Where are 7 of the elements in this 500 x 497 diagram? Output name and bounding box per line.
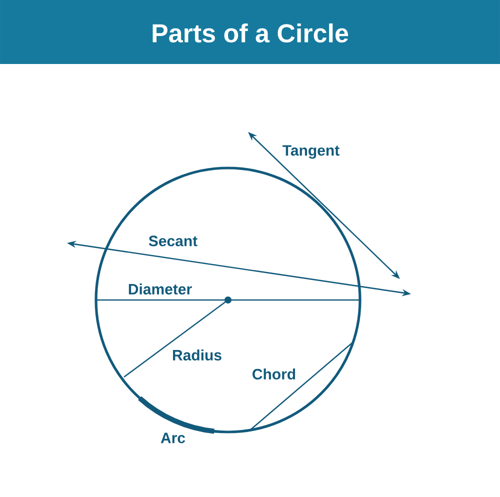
part-label: Diameter xyxy=(128,283,192,294)
part-label: Tangent xyxy=(282,145,340,159)
title-banner: Parts of a Circle xyxy=(0,0,500,64)
part-label: Chord xyxy=(252,368,296,380)
part-label: Radius xyxy=(173,349,222,360)
part-label: Arc xyxy=(160,432,186,444)
part-label: Secant xyxy=(148,236,198,246)
